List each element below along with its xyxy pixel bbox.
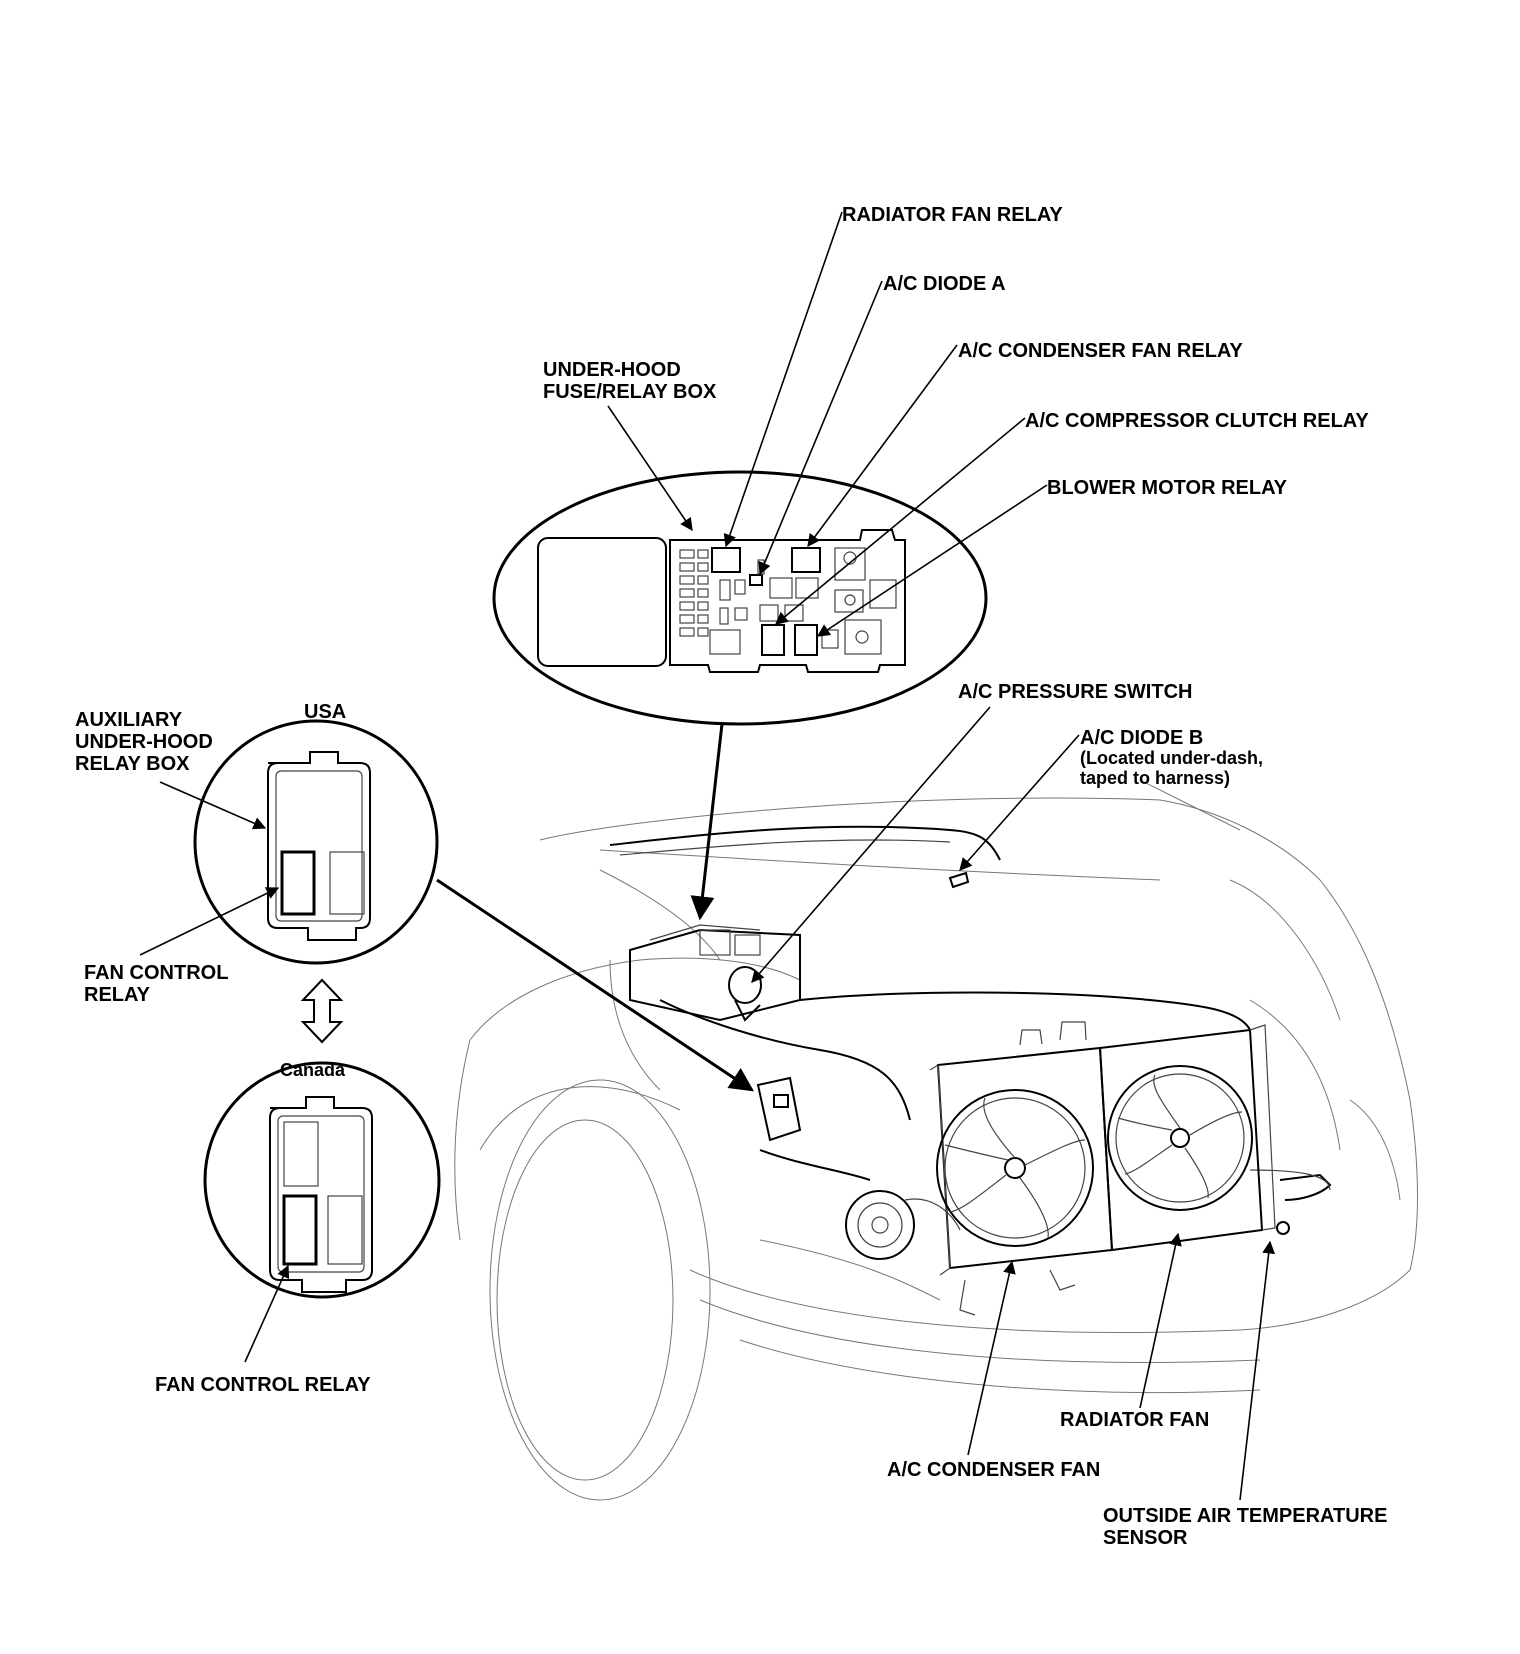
label-ac-diode-b-line2: (Located under-dash, (1080, 748, 1263, 768)
aux-relay-box-canada-callout (203, 1061, 441, 1299)
label-ac-diode-a: A/C DIODE A (883, 273, 1006, 295)
ac-compressor-clutch-relay-slot (761, 624, 785, 656)
fan-control-relay-canada-slot (282, 1194, 318, 1266)
label-fan-control-relay-usa-line2: RELAY (84, 984, 151, 1006)
label-blower-motor-relay: BLOWER MOTOR RELAY (1047, 477, 1288, 499)
ac-diode-a-slot (749, 574, 763, 586)
radiator-fan (1019, 1021, 1276, 1252)
label-aux-box-line2: UNDER-HOOD (75, 731, 213, 753)
label-ac-diode-b-line1: A/C DIODE B (1080, 727, 1203, 749)
label-outside-air-temp-line1: OUTSIDE AIR TEMPERATURE (1103, 1505, 1387, 1527)
under-hood-fuse-relay-box-callout (492, 470, 988, 726)
ac-condenser-fan-relay-slot (791, 547, 821, 573)
label-ac-condenser-fan-relay: A/C CONDENSER FAN RELAY (958, 340, 1244, 362)
label-fan-control-relay-usa-line1: FAN CONTROL (84, 962, 228, 984)
label-aux-box-line3: RELAY BOX (75, 753, 190, 775)
car-body (454, 779, 1418, 1501)
engine-bay (609, 825, 1332, 1260)
blower-motor-relay-slot (794, 624, 818, 656)
fan-control-relay-usa-slot (280, 850, 316, 916)
aux-relay-box-usa-callout (193, 719, 439, 965)
label-radiator-fan-relay: RADIATOR FAN RELAY (842, 204, 1063, 226)
label-fan-control-relay-canada: FAN CONTROL RELAY (155, 1374, 371, 1396)
labels: RADIATOR FAN RELAY A/C DIODE A A/C CONDE… (75, 204, 1387, 1549)
label-under-hood-box-line1: UNDER-HOOD (543, 359, 681, 381)
label-radiator-fan: RADIATOR FAN (1060, 1409, 1209, 1431)
label-aux-box-line1: AUXILIARY (75, 709, 183, 731)
label-canada: Canada (280, 1060, 346, 1080)
label-usa: USA (304, 701, 346, 723)
label-ac-compressor-clutch-relay: A/C COMPRESSOR CLUTCH RELAY (1025, 410, 1369, 432)
leader-lines (139, 211, 1276, 1501)
label-under-hood-box-line2: FUSE/RELAY BOX (543, 381, 717, 403)
condenser-fan (929, 1046, 1114, 1316)
label-outside-air-temp-line2: SENSOR (1103, 1527, 1188, 1549)
radiator-fan-relay-slot (711, 547, 741, 573)
label-ac-condenser-fan: A/C CONDENSER FAN (887, 1459, 1100, 1481)
double-headed-arrow-icon (300, 978, 344, 1044)
label-ac-pressure-switch: A/C PRESSURE SWITCH (958, 681, 1192, 703)
mini-fuse-column (679, 549, 709, 637)
label-ac-diode-b-line3: taped to harness) (1080, 768, 1230, 788)
